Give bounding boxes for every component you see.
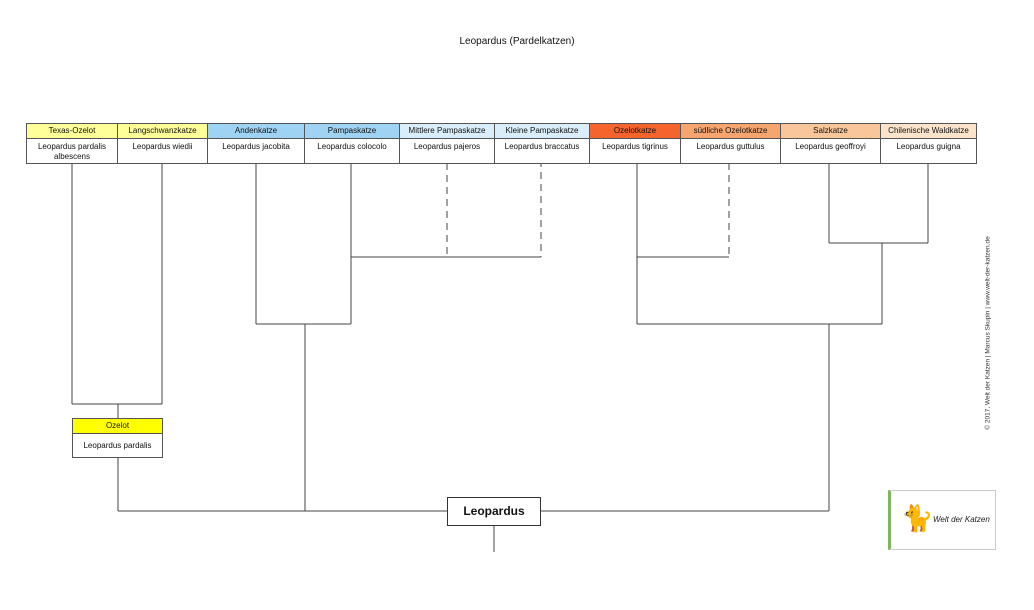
species-latin-name: Leopardus tigrinus: [602, 142, 668, 151]
species-common-name: Kleine Pampaskatze: [495, 124, 589, 139]
species-box-mittlere-pampaskatze: Mittlere Pampaskatze Leopardus pajeros: [399, 123, 495, 164]
species-common-name: Pampaskatze: [305, 124, 399, 139]
species-box-langschwanzkatze: Langschwanzkatze Leopardus wiedii: [117, 123, 208, 164]
species-latin-name: Leopardus guigna: [896, 142, 961, 151]
species-box-texas-ozelot: Texas-Ozelot Leopardus pardalis albescen…: [26, 123, 118, 164]
species-box-salzkatze: Salzkatze Leopardus geoffroyi: [780, 123, 881, 164]
species-latin-name: Leopardus pardalis: [83, 441, 152, 450]
species-latin-name: Leopardus wiedii: [132, 142, 193, 151]
species-box-chilenische-waldkatze: Chilenische Waldkatze Leopardus guigna: [880, 123, 977, 164]
species-common-name: Ozelotkatze: [590, 124, 680, 139]
species-latin-name: Leopardus colocolo: [317, 142, 387, 151]
diagram-title: Leopardus (Pardelkatzen): [459, 36, 575, 47]
species-box-suedliche-ozelotkatze: südliche Ozelotkatze Leopardus guttulus: [680, 123, 781, 164]
species-latin-name: Leopardus pajeros: [413, 142, 481, 151]
species-common-name: Langschwanzkatze: [118, 124, 207, 139]
site-logo: 🐈 Welt der Katzen: [888, 490, 996, 550]
credit-text: © 2017, Welt der Katzen | Marcus Skupin …: [984, 236, 992, 430]
species-box-andenkatze: Andenkatze Leopardus jacobita: [207, 123, 305, 164]
species-latin-name: Leopardus braccatus: [504, 142, 580, 151]
species-latin-name: Leopardus pardalis albescens: [37, 142, 107, 161]
species-box-ozelot: Ozelot Leopardus pardalis: [72, 418, 163, 458]
species-common-name: Ozelot: [73, 419, 162, 434]
logo-text: Welt der Katzen: [933, 515, 990, 524]
species-common-name: Andenkatze: [208, 124, 304, 139]
species-common-name: Chilenische Waldkatze: [881, 124, 976, 139]
species-latin-name: Leopardus geoffroyi: [795, 142, 866, 151]
species-common-name: Salzkatze: [781, 124, 880, 139]
species-box-ozelotkatze: Ozelotkatze Leopardus tigrinus: [589, 123, 681, 164]
species-latin-name: Leopardus guttulus: [696, 142, 765, 151]
species-common-name: Mittlere Pampaskatze: [400, 124, 494, 139]
cat-icon: 🐈: [901, 503, 934, 533]
copyright-credit: © 2017, Welt der Katzen | Marcus Skupin …: [982, 208, 994, 458]
species-latin-name: Leopardus jacobita: [222, 142, 290, 151]
species-box-pampaskatze: Pampaskatze Leopardus colocolo: [304, 123, 400, 164]
species-common-name: südliche Ozelotkatze: [681, 124, 780, 139]
species-box-kleine-pampaskatze: Kleine Pampaskatze Leopardus braccatus: [494, 123, 590, 164]
root-node: Leopardus: [447, 497, 541, 526]
species-common-name: Texas-Ozelot: [27, 124, 117, 139]
